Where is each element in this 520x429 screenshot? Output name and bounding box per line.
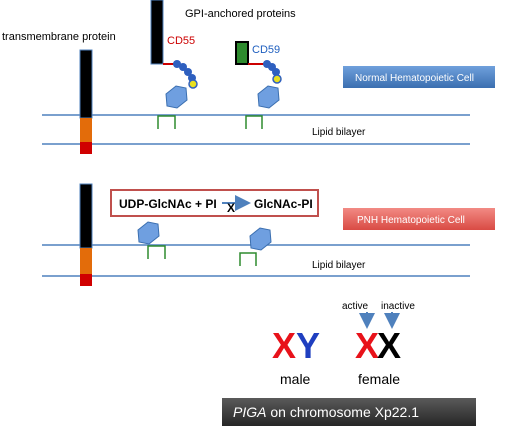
active-label: active [342, 301, 369, 312]
unanchored-protein-1 [137, 221, 166, 259]
transmembrane-protein-bottom [79, 183, 93, 286]
piga-gene-name: PIGA [233, 404, 266, 420]
transmembrane-label: transmembrane protein [2, 31, 116, 43]
pnh-cell-label: PNH Hematopoietic Cell [357, 215, 465, 226]
reaction-substrate: UDP-GlcNAc + PI [119, 197, 217, 211]
male-y-chromosome: Y [296, 325, 320, 366]
lipid-bilayer-label-bottom: Lipid bilayer [312, 260, 366, 271]
inactive-label: inactive [381, 301, 415, 312]
gpi-anchored-label: GPI-anchored proteins [185, 8, 296, 20]
piga-location: on chromosome Xp22.1 [266, 404, 419, 420]
unanchored-protein-2 [239, 227, 272, 266]
normal-cell-banner [343, 66, 495, 88]
female-active-x-chromosome: X [355, 325, 379, 366]
transmembrane-protein-top [79, 49, 93, 154]
piga-label: PIGA on chromosome Xp22.1 [233, 404, 419, 420]
female-label: female [358, 371, 400, 387]
cd55-label: CD55 [167, 35, 195, 47]
reaction-block-mark: X [227, 201, 235, 215]
piga-banner [222, 398, 476, 426]
male-label: male [280, 371, 311, 387]
male-x-chromosome: X [272, 325, 296, 366]
female-inactive-x-chromosome: X [377, 325, 401, 366]
cd55-protein [150, 0, 198, 129]
cd59-label: CD59 [252, 44, 280, 56]
lipid-bilayer-label-top: Lipid bilayer [312, 127, 366, 138]
pnh-cell-banner [343, 208, 495, 230]
reaction-box [110, 189, 319, 217]
reaction-product: GlcNAc-PI [254, 197, 313, 211]
normal-cell-label: Normal Hematopoietic Cell [355, 73, 474, 84]
cd59-protein [235, 41, 282, 129]
